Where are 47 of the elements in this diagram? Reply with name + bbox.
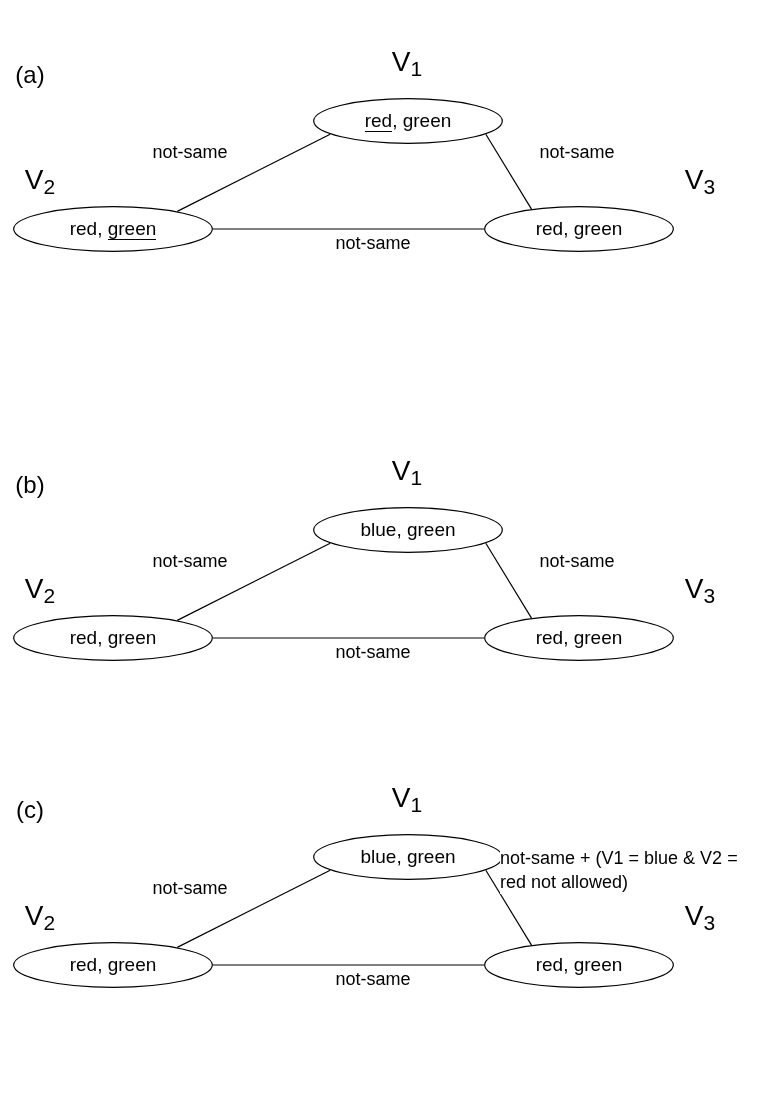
edge-label: not-same [333,234,413,252]
variable-label: V$_{2}$ [24,166,56,194]
ellipse-node [13,615,213,661]
node-text: red, green [69,625,157,650]
connector-line [212,637,485,639]
connector-line [176,542,331,621]
ellipse-node [13,942,213,988]
node-text: red, green [535,216,623,241]
edge-label: not-same [150,552,230,570]
edge-label: not-same [537,143,617,161]
node-text: blue, green [360,844,456,869]
ellipse-node [313,834,503,880]
variable-label: V$_{3}$ [684,166,716,194]
variable-label: V$_{1}$ [391,784,423,812]
edge-label: not-same [150,879,230,897]
panel-label: (c) [16,798,44,822]
variable-label: V$_{1}$ [391,48,423,76]
ellipse-node [313,507,503,553]
node-text: blue, green [360,517,456,542]
node-text: red, green [69,952,157,977]
variable-label: V$_{2}$ [24,575,56,603]
node-text: red, green [535,952,623,977]
connector-line [212,964,485,966]
connector-line [485,133,533,210]
panel-label: (a) [15,63,45,87]
connector-line [485,869,533,946]
edge-label: not-same [333,643,413,661]
connector-line [212,228,485,230]
variable-label: V$_{2}$ [24,902,56,930]
variable-label: V$_{3}$ [684,902,716,930]
edge-label: not-same [537,552,617,570]
node-text: red, green [69,216,157,242]
connector-line [176,133,331,212]
edge-label: not-same [333,970,413,988]
ellipse-node [13,206,213,252]
edge-label: not-same [150,143,230,161]
connector-line [485,542,533,619]
ellipse-node [484,615,674,661]
panel-label: (b) [15,473,45,497]
ellipse-node [484,206,674,252]
variable-label: V$_{1}$ [391,457,423,485]
node-text: red, green [535,625,623,650]
node-text: red, green [364,108,452,134]
variable-label: V$_{3}$ [684,575,716,603]
ellipse-node [313,98,503,144]
connector-line [176,869,331,948]
ellipse-node [484,942,674,988]
